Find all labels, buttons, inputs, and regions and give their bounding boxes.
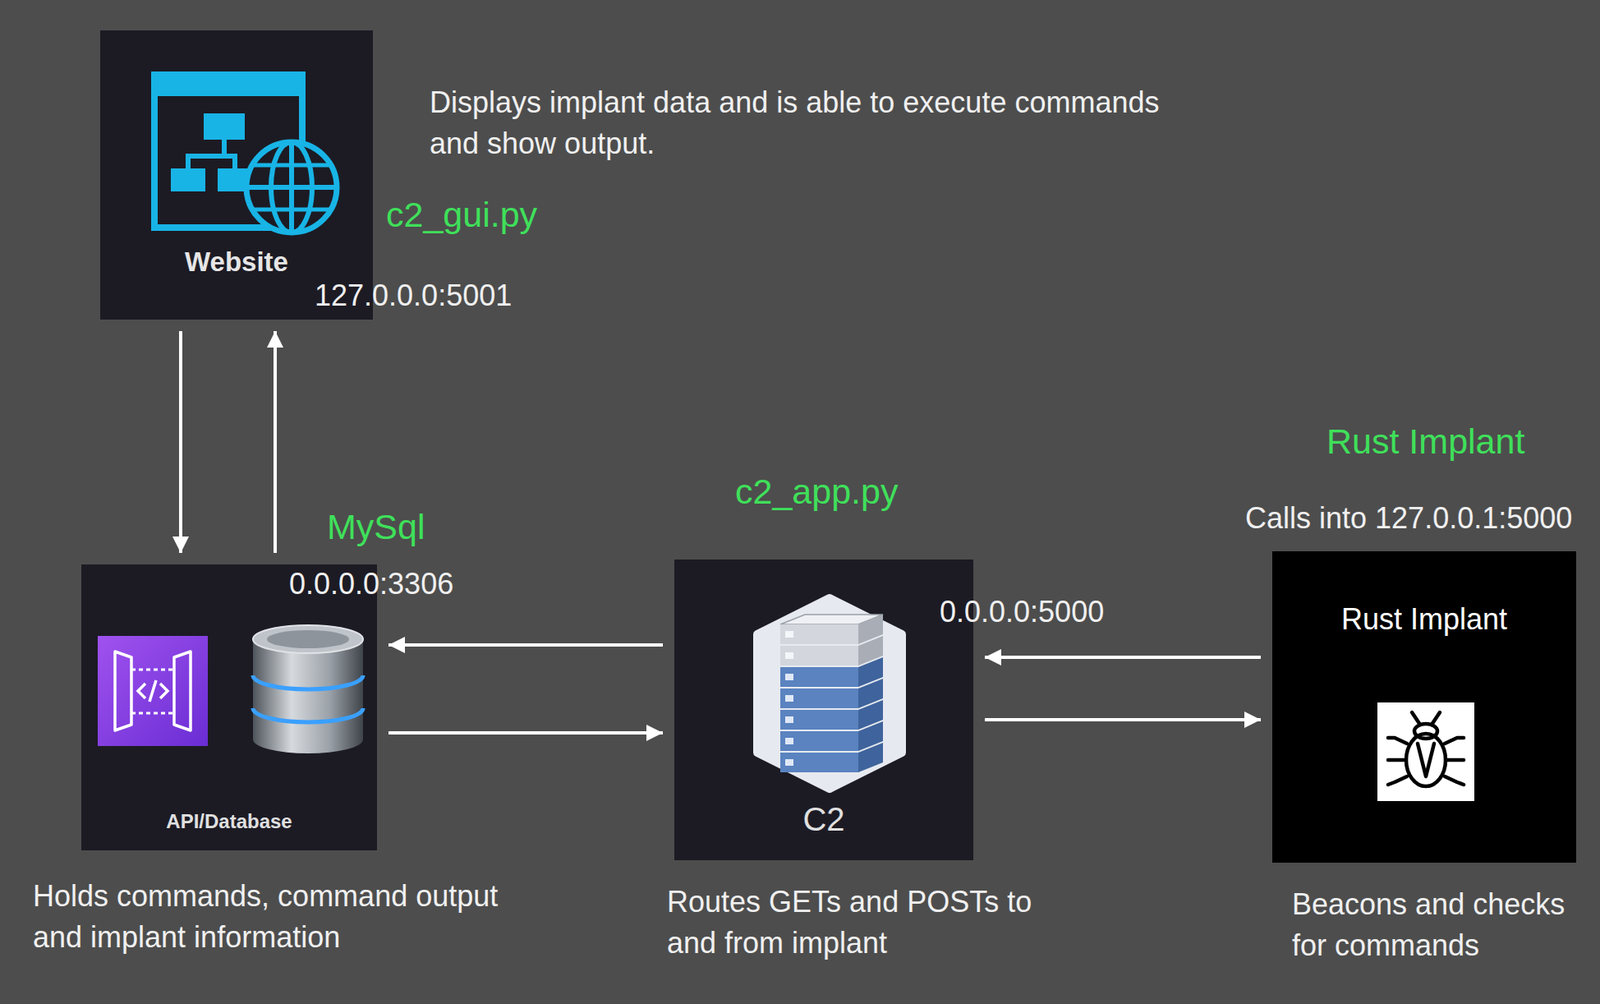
website-icon <box>170 168 206 192</box>
file-name: c2_app.py <box>735 470 898 512</box>
address: 0.0.0.0:3306 <box>289 563 454 605</box>
bug-icon <box>1388 712 1464 787</box>
database-icon <box>252 708 364 722</box>
bug-icon <box>1445 758 1464 763</box>
api-icon <box>149 680 157 702</box>
api-icon <box>131 668 175 672</box>
node-title: Website <box>184 245 289 279</box>
website-icon <box>151 71 306 97</box>
website-panel <box>100 30 373 320</box>
server-icon <box>785 673 794 681</box>
bug-icon <box>1444 737 1464 744</box>
node-title: API/Database <box>165 809 292 833</box>
component-name: MySql <box>326 505 425 548</box>
server-icon <box>785 652 794 659</box>
implant-box: Rust Implant <box>1272 551 1577 863</box>
website-icon <box>151 71 337 233</box>
description: Holds commands, command output and impla… <box>32 875 526 958</box>
website-icon <box>252 163 332 168</box>
bug-icon <box>1377 702 1475 801</box>
flow-arrow <box>388 643 663 647</box>
website-icon <box>289 142 295 233</box>
server-icon <box>780 688 859 709</box>
server-icon <box>780 666 859 687</box>
bug-icon <box>1414 723 1438 739</box>
server-icon <box>858 742 883 773</box>
node-title: Rust Implant <box>1341 601 1508 637</box>
server-icon <box>757 597 902 789</box>
api-icon <box>174 651 191 731</box>
file-name: c2_gui.py <box>386 193 538 235</box>
bug-icon <box>1444 776 1464 785</box>
database-icon <box>252 625 364 754</box>
server-icon <box>785 694 794 702</box>
website-icon <box>246 142 337 233</box>
server-icon <box>785 737 794 745</box>
flow-arrow <box>273 331 277 553</box>
server-icon <box>757 597 902 789</box>
server-icon <box>780 752 859 773</box>
description: Displays implant data and is able to exe… <box>429 82 1194 165</box>
flow-arrow <box>179 331 183 553</box>
component-name: Rust Implant <box>1326 420 1525 462</box>
api-icon <box>97 635 208 746</box>
api-icon <box>137 683 146 699</box>
database-icon <box>252 639 364 754</box>
description: Routes GETs and POSTs to and from implan… <box>666 881 1062 964</box>
api-icon <box>131 712 175 715</box>
flow-arrow <box>388 731 663 735</box>
node-title: C2 <box>802 799 845 839</box>
website-icon <box>185 153 191 169</box>
database-icon <box>266 629 350 649</box>
bug-icon <box>1388 737 1407 744</box>
website-icon <box>188 153 235 159</box>
database-icon <box>252 675 364 690</box>
implant-panel <box>1272 551 1577 863</box>
c2-box: C2 <box>674 559 974 860</box>
bug-icon <box>1431 712 1440 725</box>
website-icon <box>203 113 245 140</box>
api-icon <box>114 651 132 731</box>
server-icon <box>780 624 859 644</box>
database-panel <box>81 564 378 851</box>
bug-icon <box>1388 758 1407 763</box>
database-icon <box>252 625 364 653</box>
address: 127.0.0.0:5001 <box>314 275 512 317</box>
bug-icon <box>1417 743 1435 777</box>
server-icon <box>780 645 859 666</box>
api-icon <box>97 635 208 746</box>
bug-icon <box>1406 733 1446 787</box>
description: Beacons and checks for commands <box>1291 883 1580 966</box>
database-box: API/Database <box>81 564 378 851</box>
flow-arrow <box>984 655 1261 659</box>
server-icon <box>785 758 794 766</box>
server-icon <box>780 709 859 730</box>
api-icon <box>160 683 168 699</box>
bug-icon <box>1388 776 1407 785</box>
website-icon <box>252 207 332 212</box>
bug-icon <box>1377 702 1475 801</box>
c2-panel <box>674 559 974 860</box>
website-icon <box>232 153 238 169</box>
address: 0.0.0.0:5000 <box>939 591 1104 633</box>
server-icon <box>785 716 794 723</box>
bug-icon <box>1411 712 1421 725</box>
address-note: Calls into 127.0.0.1:5000 <box>1245 497 1573 539</box>
flow-arrow <box>984 717 1261 722</box>
server-icon <box>785 630 794 638</box>
server-icon <box>780 731 859 751</box>
website-box: Website <box>100 30 373 320</box>
